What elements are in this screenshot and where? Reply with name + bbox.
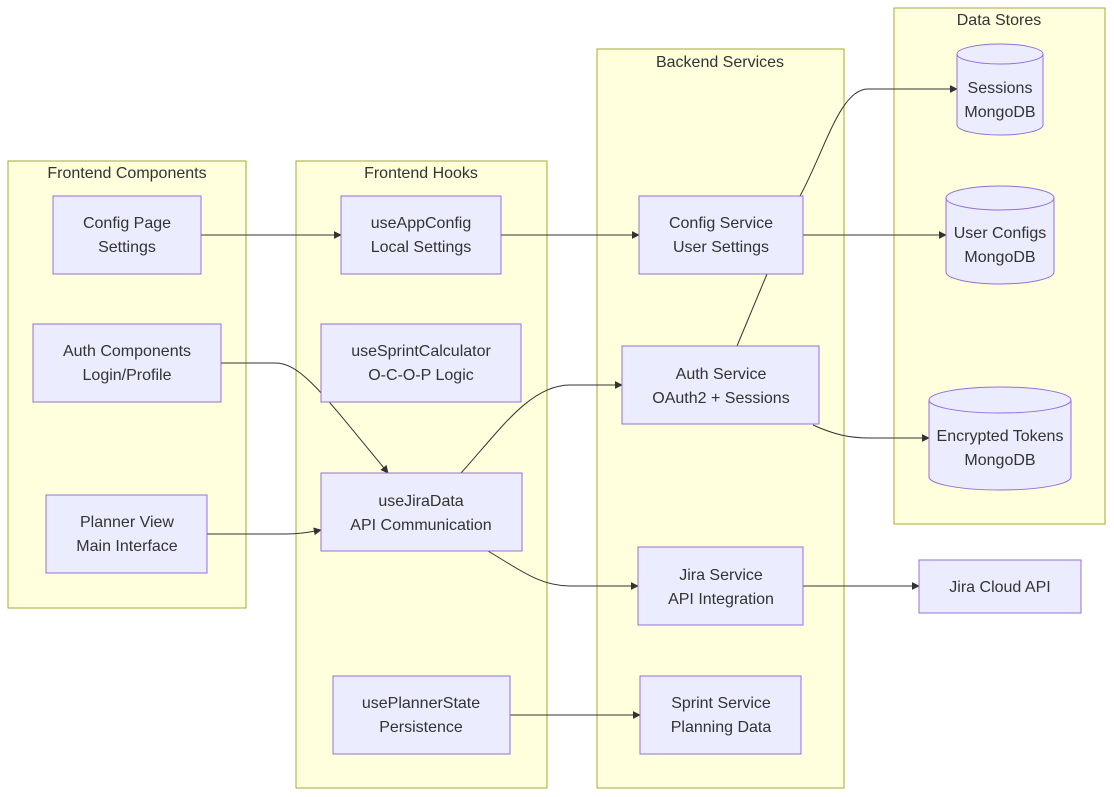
edge-use-jira-data-to-jira-service — [487, 550, 639, 590]
node-encrypted-tokens-db: Encrypted Tokens MongoDB — [928, 386, 1072, 491]
node-auth-service: Auth Service OAuth2 + Sessions — [621, 345, 820, 425]
node-label: Sessions — [968, 80, 1033, 97]
node-label: Encrypted Tokens — [937, 428, 1064, 445]
node-label: Settings — [98, 239, 156, 256]
node-planner-view: Planner View Main Interface — [45, 494, 208, 574]
node-config-page: Config Page Settings — [52, 195, 202, 275]
cluster-label: Frontend Components — [47, 165, 206, 182]
node-label: API Communication — [350, 517, 491, 534]
node-label: Planner View — [80, 514, 174, 531]
node-label: useSprintCalculator — [351, 343, 491, 360]
edge-use-jira-data-to-auth-service — [460, 381, 623, 474]
node-label: Config Service — [669, 215, 773, 232]
node-label: Jira Service — [679, 567, 763, 584]
node-use-app-config: useAppConfig Local Settings — [340, 195, 502, 275]
node-label: API Integration — [668, 591, 774, 608]
cluster-label: Frontend Hooks — [364, 165, 478, 182]
node-use-sprint-calculator: useSprintCalculator O-C-O-P Logic — [320, 323, 522, 403]
node-label: Auth Components — [63, 343, 191, 360]
node-user-configs-db: User Configs MongoDB — [945, 185, 1055, 285]
node-label: MongoDB — [964, 452, 1035, 469]
cluster-label: Data Stores — [957, 12, 1041, 29]
node-label: useAppConfig — [371, 215, 472, 232]
edge-auth-service-to-sessions-db — [736, 85, 958, 347]
edge-auth-components-to-use-jira-data — [221, 362, 389, 474]
node-config-service: Config Service User Settings — [638, 195, 804, 275]
node-label: useJiraData — [378, 493, 463, 510]
node-label: Planning Data — [671, 719, 772, 736]
node-auth-components: Auth Components Login/Profile — [32, 323, 222, 403]
edge-planner-view-to-use-jira-data — [207, 527, 322, 536]
cluster-label: Backend Services — [656, 54, 784, 71]
node-label: Sprint Service — [671, 695, 771, 712]
node-label: Local Settings — [371, 239, 472, 256]
node-label: MongoDB — [964, 104, 1035, 121]
node-use-planner-state: usePlannerState Persistence — [332, 675, 511, 755]
node-label: User Settings — [673, 239, 769, 256]
node-label: Jira Cloud API — [949, 579, 1050, 596]
node-label: Persistence — [379, 719, 463, 736]
node-label: O-C-O-P Logic — [368, 367, 474, 384]
node-label: MongoDB — [964, 249, 1035, 266]
node-label: Auth Service — [676, 366, 767, 383]
node-jira-service: Jira Service API Integration — [637, 546, 804, 626]
node-label: Login/Profile — [83, 367, 172, 384]
node-use-jira-data: useJiraData API Communication — [320, 472, 523, 552]
node-jira-cloud-api: Jira Cloud API — [918, 559, 1082, 614]
node-label: OAuth2 + Sessions — [652, 390, 789, 407]
node-label: Main Interface — [76, 538, 177, 555]
node-label: usePlannerState — [362, 695, 480, 712]
node-sprint-service: Sprint Service Planning Data — [639, 675, 802, 755]
node-label: User Configs — [954, 225, 1046, 242]
node-sessions-db: Sessions MongoDB — [956, 43, 1044, 136]
node-label: Config Page — [83, 215, 171, 232]
edge-auth-service-to-encrypted-tokens-db — [812, 424, 930, 442]
